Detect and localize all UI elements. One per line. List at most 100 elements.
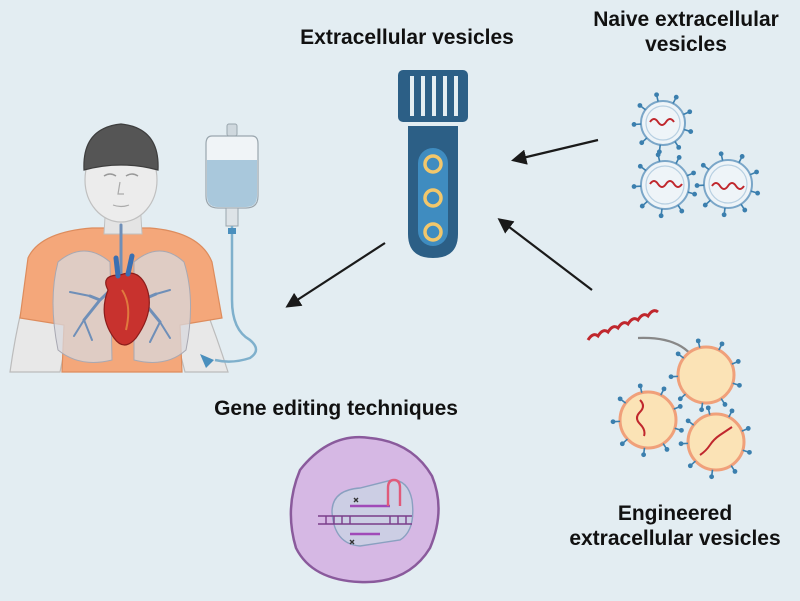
surface-receptors: [610, 338, 752, 480]
arrow-naive-to-tube: [511, 138, 599, 165]
mouth: [112, 204, 130, 208]
naive-vesicle: [640, 100, 686, 146]
right-lung: [133, 250, 191, 363]
receptor-head: [755, 190, 761, 196]
receptor-head: [658, 213, 664, 219]
rna-cargo: [649, 118, 675, 126]
receptor-head: [737, 382, 742, 388]
iv-fluid: [207, 160, 257, 207]
receptor-head: [655, 152, 661, 158]
gene-editing-cell: [289, 435, 440, 584]
receptor-head: [610, 419, 616, 425]
receptor-head: [639, 140, 645, 146]
receptor-head: [719, 341, 725, 347]
label-engineered-line-2: extracellular vesicles: [569, 526, 781, 550]
receptor-head: [637, 103, 643, 108]
receptor-head: [735, 359, 741, 364]
label-engineered-line-1: Engineered: [617, 502, 733, 525]
label-naive-vesicles: Naive extracellular vesicles: [572, 8, 800, 58]
rna-cargo: [699, 426, 733, 456]
coronary-artery: [121, 289, 130, 331]
test-tube: [398, 70, 468, 258]
receptor-head: [732, 469, 738, 474]
arrow-tube-to-patient: [285, 242, 386, 308]
receptor-head: [641, 452, 647, 458]
receptor-head: [664, 447, 670, 452]
cas-complex: [331, 479, 414, 547]
receptor-head: [619, 441, 625, 447]
receptor-head: [676, 155, 682, 160]
receptor-head: [739, 154, 745, 159]
iv-cannula: [200, 354, 214, 368]
receptor-head: [676, 144, 682, 150]
nose: [117, 181, 124, 195]
receptor-head: [688, 129, 694, 134]
receptor-head: [747, 449, 752, 455]
engineered-vesicle: [618, 390, 678, 450]
label-extracellular-vesicles: Extracellular vesicles: [300, 26, 514, 49]
receptor-head: [679, 427, 684, 433]
receptor-head: [617, 396, 623, 402]
rna-cargo: [636, 399, 646, 437]
receptor-head: [654, 92, 659, 98]
vesicle-spot-1: [423, 154, 443, 174]
bronchi: [82, 223, 162, 324]
scissors-icon: [349, 497, 359, 545]
receptor-head: [637, 383, 643, 389]
receptor-head: [729, 408, 735, 414]
receptor-head: [677, 404, 683, 409]
left-lung: [52, 250, 113, 363]
bronchioles: [69, 289, 171, 343]
vesicle-spot-3: [423, 222, 443, 242]
closed-eyes: [103, 173, 139, 177]
receptor-head: [702, 202, 708, 208]
receptor-head: [721, 212, 727, 218]
receptor-head: [709, 474, 715, 480]
receptor-head: [675, 351, 681, 357]
receptor-head: [754, 169, 759, 175]
rna-cargo: [649, 180, 683, 188]
engineered-vesicle: [676, 345, 736, 405]
label-naive-line-1: Naive extracellular: [593, 8, 779, 31]
patient-illustration: [9, 123, 229, 373]
receptor-head: [692, 191, 698, 197]
beanie: [83, 123, 159, 171]
receptor-head: [677, 396, 683, 402]
label-gene-editing: Gene editing techniques: [214, 397, 458, 420]
label-engineered-vesicles: Engineered extracellular vesicles: [552, 502, 798, 552]
receptor-head: [694, 183, 700, 188]
receptor-head: [700, 162, 706, 168]
receptor-head: [631, 122, 637, 127]
heart-vessels: [113, 253, 135, 279]
receptor-head: [691, 170, 696, 176]
receptor-head: [687, 463, 693, 469]
receptor-head: [687, 109, 693, 115]
label-naive-line-2: vesicles: [645, 32, 727, 56]
engineered-vesicle-cluster: [586, 309, 752, 480]
surface-receptors: [631, 92, 761, 219]
receptor-head: [699, 407, 705, 413]
receptor-head: [661, 386, 667, 392]
dna-double-strand: [318, 515, 412, 525]
engineered-vesicle: [686, 412, 746, 472]
rna-strand: [586, 309, 659, 341]
receptor-head: [631, 184, 637, 189]
vesicle-spot-2: [423, 188, 443, 208]
iv-clamp: [228, 228, 236, 234]
receptor-head: [705, 405, 711, 411]
receptor-head: [639, 203, 645, 209]
iv-tube: [214, 226, 258, 363]
receptor-head: [678, 441, 684, 447]
receptor-head: [673, 94, 679, 100]
iv-bag-hook: [226, 123, 238, 137]
tube-cap-ridges: [410, 76, 458, 116]
receptor-head: [695, 338, 701, 344]
drip-chamber: [225, 207, 239, 227]
receptor-head: [679, 208, 685, 214]
receptor-head: [742, 207, 748, 213]
receptor-head: [745, 426, 751, 431]
naive-vesicle: [640, 160, 690, 210]
arrow-engineered-to-tube: [497, 218, 593, 291]
receptor-head: [668, 374, 674, 380]
